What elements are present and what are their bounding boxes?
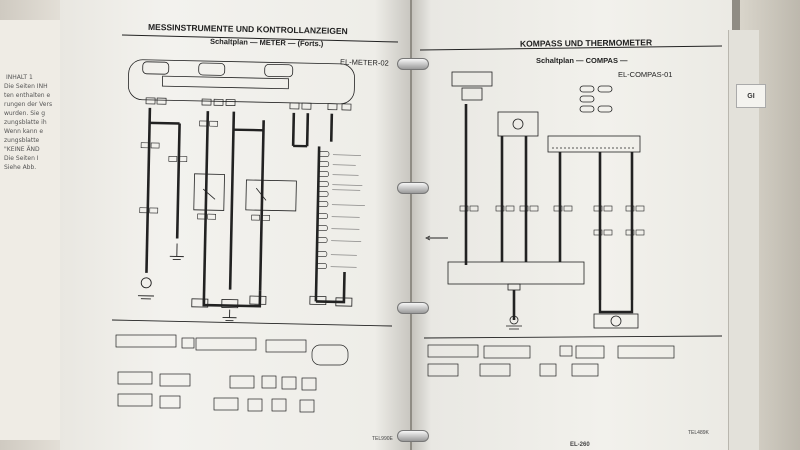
- index-tab[interactable]: GI: [736, 84, 766, 108]
- right-wiring-diagram: [425, 71, 645, 330]
- right-page-number: EL-260: [570, 442, 590, 448]
- right-diagram-code: EL-COMPAS-01: [618, 70, 673, 79]
- oil-pressure-switch-box: [193, 173, 225, 211]
- left-wiring-diagram: [127, 59, 365, 322]
- left-footer-code: TEL990E: [372, 436, 393, 442]
- binder-ring-icon: [397, 302, 429, 314]
- right-connector-table: [423, 335, 723, 377]
- combination-meter-box: [127, 59, 355, 105]
- binder-ring-icon: [397, 58, 429, 70]
- right-subtitle: Schaltplan — COMPAS —: [536, 56, 628, 65]
- left-connector-table: [111, 319, 393, 413]
- right-footer-code: TEL489K: [688, 430, 709, 436]
- compass-display-box: [547, 135, 641, 153]
- underlying-page-edge: INHALT 1 Die Seiten INH ten enthalten e …: [0, 20, 62, 440]
- binder-ring-icon: [397, 430, 429, 442]
- compass-unit-box: [447, 261, 585, 285]
- binder-ring-icon: [397, 182, 429, 194]
- right-page-rules: [419, 45, 723, 51]
- left-page-rules: [121, 34, 399, 43]
